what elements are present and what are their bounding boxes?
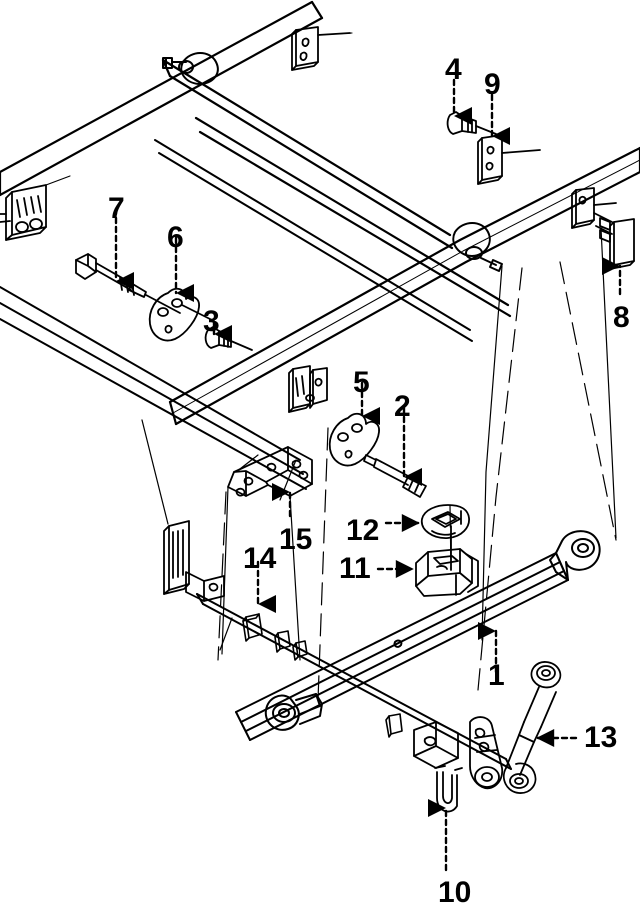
- axle-clip-c: [292, 640, 308, 661]
- part-4-spring-bolt: [446, 111, 497, 135]
- spring-saddle-right: [413, 721, 459, 769]
- cross-member-pivot-right: [452, 222, 503, 272]
- part-11-spring-seat-plate: [415, 525, 479, 597]
- callout-4[interactable]: 4: [445, 53, 462, 86]
- spring-hanger-bracket-left: [0, 184, 47, 241]
- part-9-shackle-bracket: [477, 134, 541, 185]
- callout-12[interactable]: 12: [346, 514, 380, 547]
- frame-rail-left: [0, 0, 324, 197]
- projection-lines: [221, 454, 301, 661]
- callout-15[interactable]: 15: [279, 523, 313, 556]
- cross-member-second-b: [154, 139, 473, 342]
- callout-3[interactable]: 3: [203, 305, 220, 338]
- callout-6[interactable]: 6: [167, 221, 184, 254]
- callout-13[interactable]: 13: [584, 721, 618, 754]
- callout-7[interactable]: 7: [108, 192, 125, 225]
- leader-lines: [45, 32, 353, 186]
- callout-5[interactable]: 5: [353, 366, 370, 399]
- cross-member-second: [194, 116, 512, 318]
- cross-member-upper: [161, 58, 454, 250]
- callout-14[interactable]: 14: [243, 542, 277, 575]
- spring-bracket-mid-rail: [288, 365, 328, 413]
- callout-10[interactable]: 10: [438, 876, 472, 909]
- part-7-spring-bolt: [75, 253, 181, 314]
- lower-shackle-link: [469, 716, 504, 790]
- phantom-lines-2: [141, 227, 617, 651]
- frame-rail-right: [168, 146, 640, 426]
- callout-11[interactable]: 11: [339, 552, 371, 585]
- leaf-spring-eye-right: [549, 530, 601, 581]
- spring-bracket-right-rail: [571, 187, 617, 229]
- callout-2[interactable]: 2: [394, 390, 411, 423]
- callout-1[interactable]: 1: [488, 659, 505, 692]
- callout-9[interactable]: 9: [484, 68, 501, 101]
- axle-clip-d: [385, 713, 403, 738]
- part-12-spring-bumper-pad: [421, 504, 470, 539]
- part-13-shock-absorber: [502, 661, 562, 794]
- axle-clip-a: [242, 613, 263, 642]
- callout-8[interactable]: 8: [613, 301, 630, 334]
- part-10-u-bolt: [434, 765, 463, 813]
- frame-rail-inner-left: [0, 286, 307, 490]
- part-8-spring-hanger-bracket: [593, 212, 635, 270]
- callout-arrows: [114, 78, 622, 872]
- cross-member-pivot-left: [162, 52, 219, 85]
- leaf-spring-eye-left: [264, 693, 323, 731]
- axle-left-flange: [163, 520, 225, 602]
- axle-clip-b: [274, 630, 291, 653]
- part-2-shackle-bolt: [363, 454, 427, 498]
